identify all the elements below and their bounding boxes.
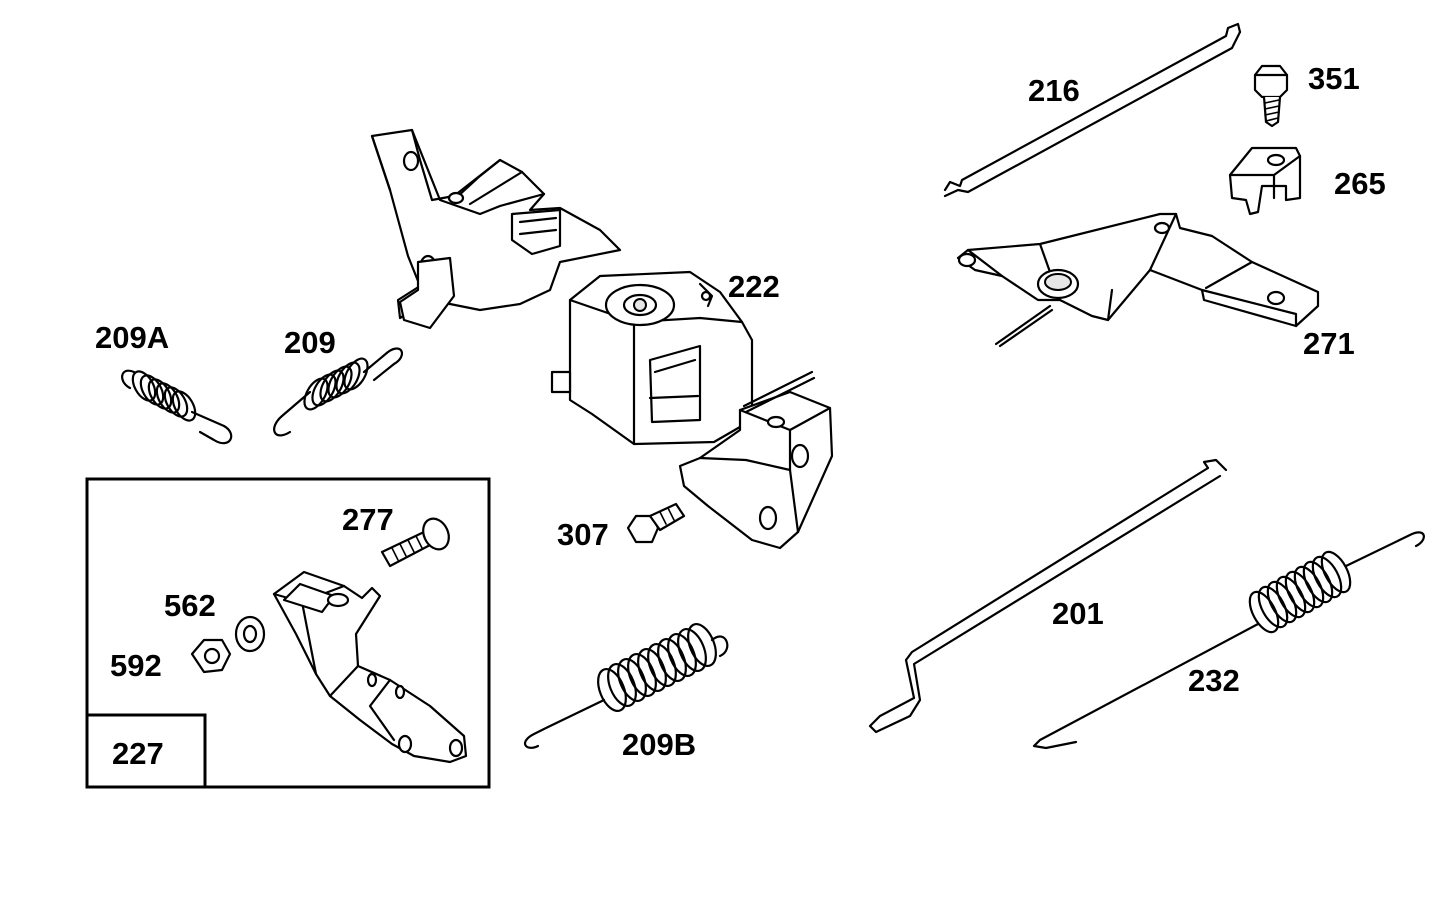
label-562: 562 [164, 588, 216, 623]
label-201: 201 [1052, 596, 1104, 631]
part-209A-spring [121, 369, 233, 445]
label-307: 307 [557, 517, 609, 552]
label-209B: 209B [622, 727, 697, 762]
part-227-lever [272, 570, 468, 764]
part-201-rod [868, 458, 1228, 734]
label-277: 277 [342, 502, 394, 537]
part-351-screw [1253, 64, 1289, 128]
label-216: 216 [1028, 73, 1080, 108]
label-232: 232 [1188, 663, 1240, 698]
part-232-spring [1032, 531, 1425, 750]
part-222-bracket [370, 128, 834, 550]
part-265-clip [1228, 146, 1302, 216]
part-227-kit-box [85, 477, 491, 789]
label-209A: 209A [95, 320, 170, 355]
part-307-screw [626, 502, 686, 544]
part-209B-spring [523, 623, 729, 749]
label-227: 227 [112, 736, 164, 771]
part-562-washer [234, 615, 266, 653]
part-209-spring [273, 347, 404, 437]
label-222: 222 [728, 269, 780, 304]
label-351: 351 [1308, 61, 1360, 96]
part-271-plate [956, 212, 1320, 348]
part-592-nut [190, 638, 232, 674]
part-216-rod [943, 22, 1242, 198]
label-592: 592 [110, 648, 162, 683]
label-271: 271 [1303, 326, 1355, 361]
label-265: 265 [1334, 166, 1386, 201]
label-209: 209 [284, 325, 336, 360]
part-277-bolt [380, 517, 450, 568]
